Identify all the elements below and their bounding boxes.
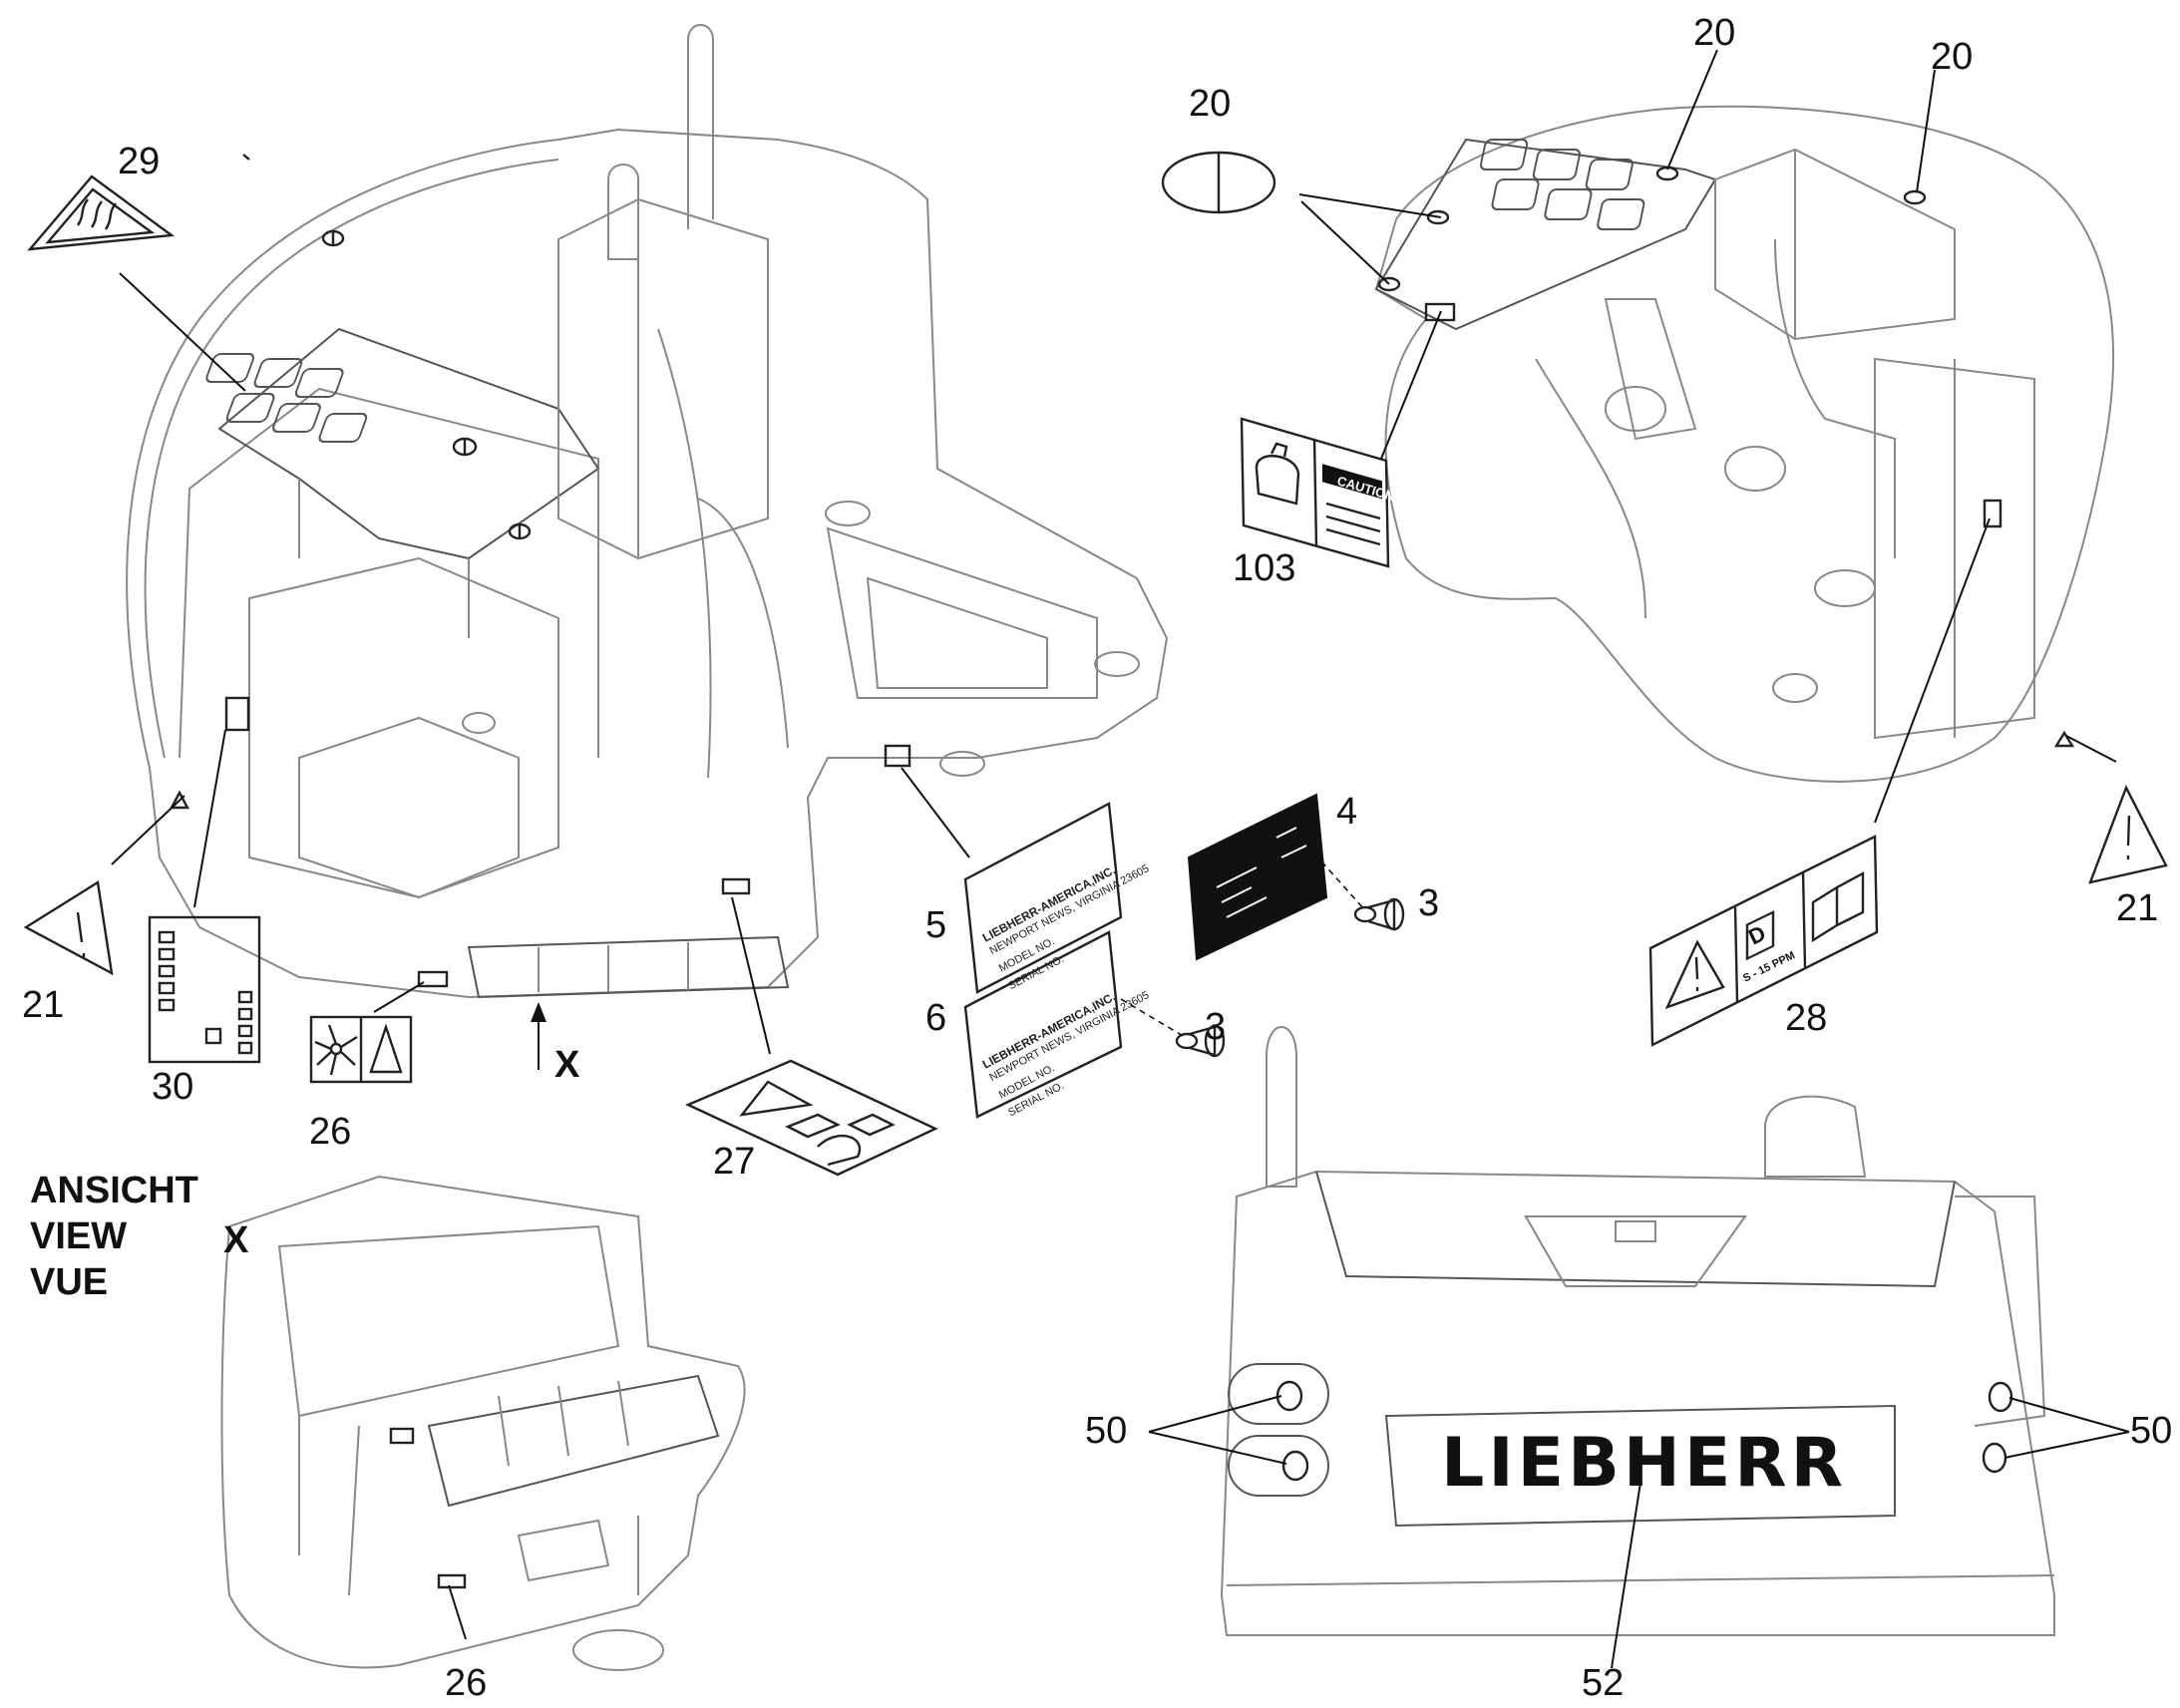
callout-3-upper: 3 xyxy=(1418,882,1439,924)
callout-numbers: 29 21 30 26 27 5 6 4 3 3 20 20 20 103 28… xyxy=(22,12,2172,1704)
warning-triangle-icon xyxy=(1664,939,1725,1010)
screw-lower xyxy=(1175,1024,1226,1058)
plate-6: LIEBHERR-AMERICA,INC. NEWPORT NEWS, VIRG… xyxy=(963,930,1151,1119)
uppercarriage-frame-left xyxy=(126,24,1169,999)
fuel-spec-label: S - 15 PPM xyxy=(1741,949,1797,984)
hot-surface-decal xyxy=(27,174,176,251)
callout-20-b: 20 xyxy=(1931,36,1973,78)
callout-4: 4 xyxy=(1336,791,1357,833)
sticker-symbol-20 xyxy=(1161,151,1276,214)
plate-6-line2: NEWPORT NEWS, VIRGINIA 23605 xyxy=(987,989,1151,1084)
callout-26-top: 26 xyxy=(309,1111,351,1153)
plate-4 xyxy=(1187,793,1328,961)
warning-triangle-icon xyxy=(2088,785,2168,884)
warning-decal-left xyxy=(23,880,114,976)
callout-52: 52 xyxy=(1582,1662,1624,1704)
warning-decal-right xyxy=(2088,785,2168,884)
view-x-arrow xyxy=(531,1002,546,1070)
plate-5-line1: LIEBHERR-AMERICA,INC. xyxy=(980,862,1118,944)
view-heading-letter: X xyxy=(223,1219,249,1261)
view-x-drawing xyxy=(220,1175,746,1671)
callout-21-right: 21 xyxy=(2116,887,2158,929)
callout-50-right: 50 xyxy=(2130,1410,2172,1452)
callout-20-symbol: 20 xyxy=(1189,83,1231,125)
callout-21-left: 21 xyxy=(22,984,64,1026)
callout-26-bottom: 26 xyxy=(445,1662,487,1704)
warning-triangle-icon xyxy=(739,1080,814,1117)
fuel-pump-icon: D S - 15 PPM xyxy=(1741,910,1797,985)
callout-30: 30 xyxy=(152,1066,193,1108)
hot-surface-icon xyxy=(76,198,117,230)
view-arrow-label: X xyxy=(554,1044,580,1086)
callout-3-lower: 3 xyxy=(1205,1006,1226,1048)
manual-book-icon xyxy=(1811,870,1865,943)
leader-lines xyxy=(111,49,2130,1669)
fan-icon xyxy=(314,1024,358,1076)
callout-6: 6 xyxy=(925,997,946,1039)
fan-decal xyxy=(309,1015,413,1084)
callout-28: 28 xyxy=(1785,997,1827,1039)
callout-103: 103 xyxy=(1233,547,1295,589)
callout-27: 27 xyxy=(713,1141,755,1183)
view-heading-line1: ANSICHT xyxy=(30,1170,198,1211)
callout-20-a: 20 xyxy=(1693,12,1735,54)
caution-decal: CAUTION xyxy=(1240,417,1396,568)
callout-50-left: 50 xyxy=(1085,1410,1127,1452)
fuel-decal: D S - 15 PPM xyxy=(1648,835,1879,1047)
warning-triangle-icon xyxy=(369,1023,403,1074)
warning-triangle-icon xyxy=(23,880,114,976)
decal-27 xyxy=(685,1059,938,1177)
callout-5: 5 xyxy=(925,904,946,946)
plate-5: LIEBHERR-AMERICA,INC. NEWPORT NEWS, VIRG… xyxy=(963,802,1151,994)
view-heading-line2: VIEW xyxy=(30,1215,127,1257)
counterweight-drawing: LIEBHERR xyxy=(1220,1026,2055,1636)
screw-upper xyxy=(1353,897,1405,931)
uppercarriage-frame-right xyxy=(1374,105,2115,783)
callout-29: 29 xyxy=(118,141,160,182)
decal-30 xyxy=(148,915,261,1064)
view-heading: ANSICHT VIEW VUE X xyxy=(30,1170,249,1303)
liebherr-brand-decal: LIEBHERR xyxy=(1441,1424,1847,1503)
view-heading-line3: VUE xyxy=(30,1261,108,1303)
coolant-tank-icon xyxy=(1255,442,1300,506)
